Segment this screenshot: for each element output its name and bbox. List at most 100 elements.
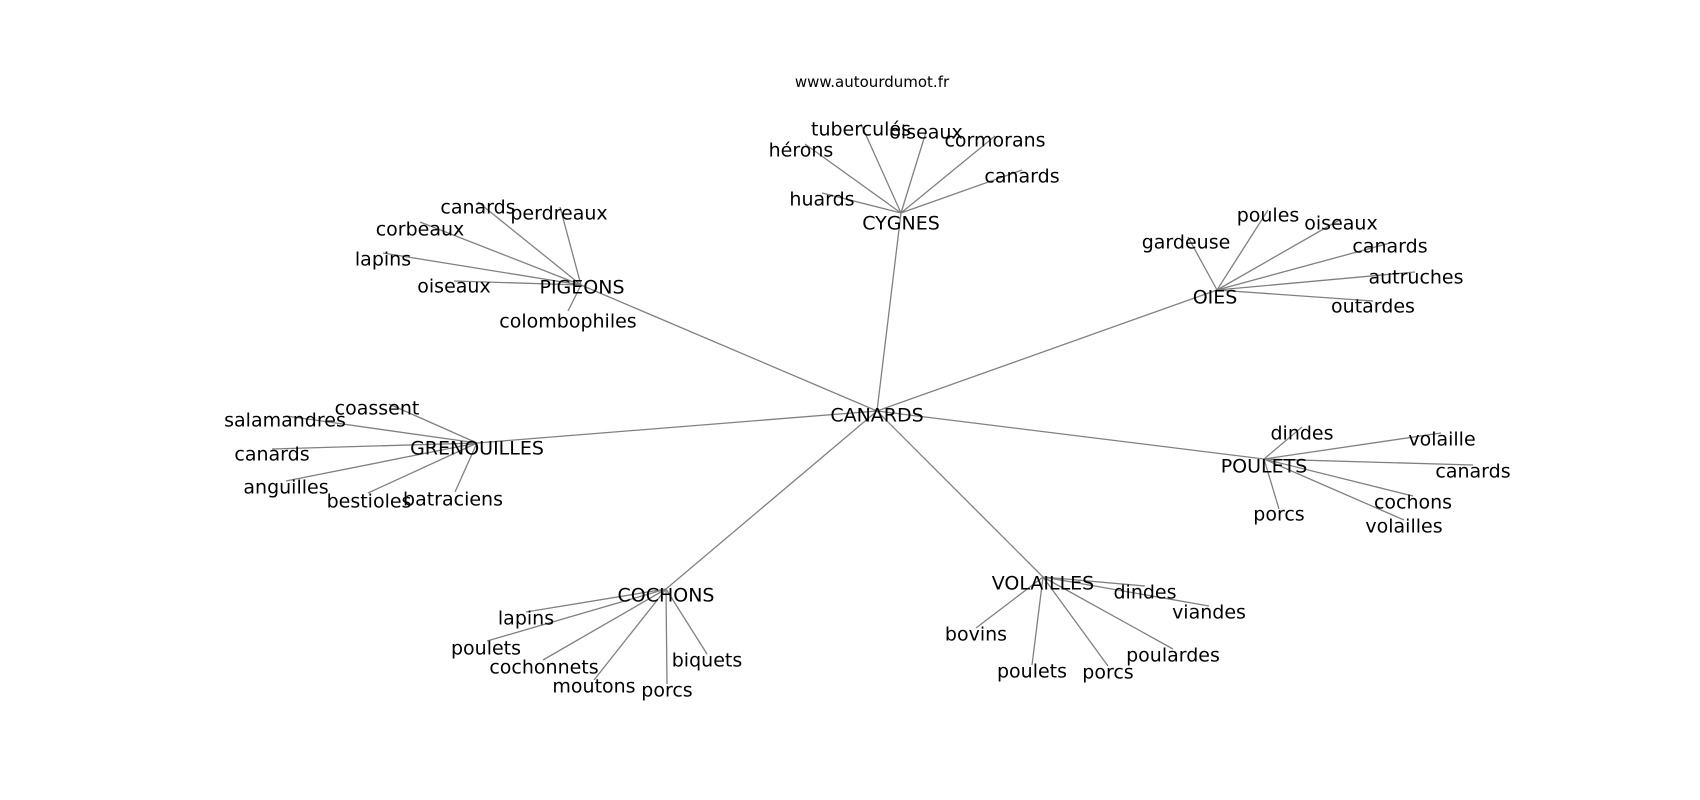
hub-leaf-edge (665, 588, 708, 655)
hub-leaf-edge (1263, 458, 1280, 510)
leaf-node-label: anguilles (243, 477, 328, 499)
hub-leaf-edge (285, 415, 478, 444)
hub-leaf-edge (1216, 242, 1391, 291)
leaf-node-label: volaille (1408, 429, 1475, 451)
center-hub-edge (665, 410, 878, 590)
hub-leaf-edge (1263, 458, 1474, 466)
leaf-node-label: porcs (1082, 662, 1133, 684)
center-hub-edge (876, 289, 1218, 412)
hub-node-label: OIES (1193, 287, 1238, 309)
center-hub-edge (876, 410, 1044, 578)
hub-leaf-edge (860, 123, 902, 214)
hub-leaf-edge (1216, 209, 1269, 291)
hub-leaf-edge (1263, 432, 1442, 460)
leaf-node-label: bovins (945, 624, 1007, 646)
leaf-node-label: canards (984, 166, 1059, 188)
hub-node-label: PIGEONS (539, 277, 624, 299)
hub-leaf-edge (1263, 458, 1414, 497)
hub-leaf-edge (453, 280, 582, 286)
leaf-node-label: lapins (355, 249, 411, 271)
hub-leaf-edge (804, 143, 902, 214)
leaf-node-label: volailles (1365, 516, 1442, 538)
leaf-node-label: moutons (552, 676, 635, 698)
graph-edges (271, 123, 1474, 685)
leaf-node-label: corbeaux (376, 219, 465, 241)
hub-leaf-edge (821, 192, 902, 214)
leaf-node-label: cochonnets (489, 657, 598, 679)
leaf-node-label: tuberculés (811, 119, 911, 141)
hub-leaf-edge (1216, 289, 1374, 302)
leaf-node-label: biquets (672, 650, 742, 672)
leaf-node-label: poules (1237, 205, 1300, 227)
hub-leaf-edge (525, 588, 667, 613)
leaf-node-label: poulardes (1126, 645, 1220, 667)
hub-leaf-edge (900, 135, 996, 214)
leaf-node-label: poulets (451, 638, 521, 660)
hub-leaf-edge (1187, 236, 1218, 291)
leaf-node-label: oiseaux (417, 276, 490, 298)
leaf-node-label: viandes (1172, 602, 1246, 624)
hub-leaf-edge (367, 442, 478, 494)
hub-node-label: CYGNES (862, 213, 940, 235)
leaf-node-label: outardes (1331, 296, 1415, 318)
leaf-node-label: perdreaux (510, 203, 607, 225)
hub-leaf-edge (388, 403, 478, 444)
hub-leaf-edge (477, 201, 582, 286)
hub-leaf-edge (285, 442, 478, 482)
hub-leaf-edge (454, 442, 478, 493)
hub-leaf-edge (542, 588, 667, 661)
hub-leaf-edge (382, 252, 582, 286)
hub-node-label: COCHONS (617, 585, 714, 607)
hub-node-label: POULETS (1221, 456, 1308, 478)
hub-leaf-edge (1216, 271, 1416, 291)
leaf-node-label: colombophiles (499, 311, 636, 333)
hub-node-label: VOLAILLES (992, 573, 1094, 595)
leaf-node-label: huards (789, 189, 854, 211)
leaf-node-label: gardeuse (1142, 232, 1231, 254)
hub-leaf-edge (1263, 458, 1405, 521)
leaf-node-label: cormorans (944, 130, 1045, 152)
hub-leaf-edge (271, 442, 478, 450)
hub-leaf-edge (1263, 426, 1303, 460)
hub-leaf-edge (1216, 218, 1342, 291)
leaf-node-label: canards (234, 444, 309, 466)
leaf-node-label: porcs (641, 680, 692, 702)
center-hub-edge (876, 410, 1265, 460)
source-label: www.autourdumot.fr (795, 73, 950, 91)
hub-leaf-edge (900, 169, 1023, 214)
leaf-node-label: batraciens (403, 489, 503, 511)
hub-leaf-edge (593, 588, 667, 681)
leaf-node-label: bestioles (327, 491, 412, 513)
hub-leaf-edge (1042, 576, 1174, 650)
hub-leaf-edge (1042, 576, 1146, 587)
center-hub-edge (876, 212, 902, 412)
hub-leaf-edge (665, 588, 668, 685)
leaf-node-label: canards (440, 197, 515, 219)
leaf-node-label: salamandres (224, 410, 346, 432)
hub-leaf-edge (567, 284, 582, 312)
leaf-node-label: cochons (1374, 492, 1452, 514)
hub-leaf-edge (975, 576, 1044, 629)
leaf-node-label: canards (1435, 461, 1510, 483)
leaf-node-label: lapins (498, 608, 554, 630)
leaf-node-label: poulets (997, 661, 1067, 683)
hub-leaf-edge (1042, 576, 1109, 667)
center-hub-edge (476, 410, 878, 444)
leaf-node-label: autruches (1368, 267, 1463, 289)
hub-leaf-edge (1042, 576, 1210, 607)
leaf-node-label: dindes (1113, 582, 1176, 604)
hub-leaf-edge (419, 221, 582, 286)
leaf-node-label: canards (1352, 236, 1427, 258)
leaf-node-label: oiseaux (1304, 213, 1377, 235)
leaf-node-label: dindes (1270, 423, 1333, 445)
leaf-node-label: coassent (335, 398, 420, 420)
hub-leaf-edge (900, 131, 927, 214)
hub-node-label: GRENOUILLES (410, 438, 544, 460)
center-node-label: CANARDS (830, 405, 923, 427)
hub-leaf-edge (559, 206, 582, 286)
leaf-node-label: hérons (769, 140, 834, 162)
graph-labels: www.autourdumot.fr CANARDS CYGNES tubercul… (224, 73, 1510, 702)
hub-leaf-edge (1031, 576, 1044, 666)
leaf-node-label: porcs (1253, 504, 1304, 526)
